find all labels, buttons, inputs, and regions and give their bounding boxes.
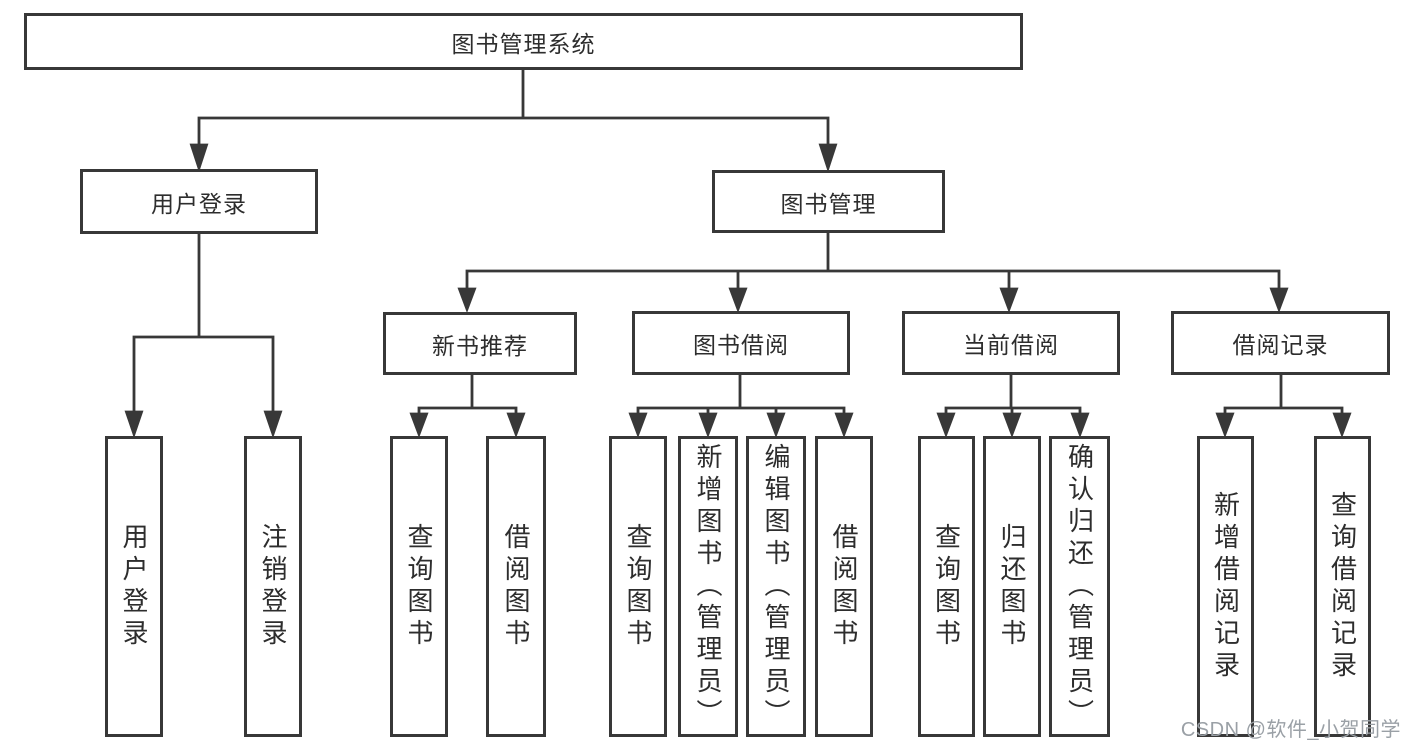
arrowhead: [124, 410, 144, 439]
node-user-login: 用户登录: [80, 169, 318, 234]
arrowhead: [506, 412, 526, 438]
watermark-text: CSDN @软件_小贺同学: [1180, 719, 1401, 741]
leaf-add-book-admin: 新增图书（管理员）: [678, 436, 738, 737]
connector-current-borrow-branch: [936, 375, 1090, 438]
node-borrow-records: 借阅记录: [1171, 311, 1390, 375]
arrowhead: [1215, 412, 1235, 438]
leaf-user-login: 用户登录: [105, 436, 163, 737]
arrowhead: [818, 143, 838, 173]
connector-borrow-records-branch: [1215, 375, 1352, 438]
node-book-borrow: 图书借阅: [632, 311, 850, 375]
arrowhead: [1332, 412, 1352, 438]
arrowhead: [766, 412, 786, 438]
arrowhead: [936, 412, 956, 438]
connector-root-to-level1: [189, 70, 838, 173]
leaf-query-borrow-record: 查询借阅记录: [1314, 436, 1371, 737]
leaf-borrow-books-recommend: 借阅图书: [486, 436, 546, 737]
arrowhead: [263, 410, 283, 439]
leaf-query-books-borrow: 查询图书: [609, 436, 667, 737]
arrowhead: [999, 287, 1019, 313]
node-new-book-recommend: 新书推荐: [383, 312, 577, 375]
arrowhead: [1070, 412, 1090, 438]
arrowhead: [409, 412, 429, 438]
arrowhead: [1002, 412, 1022, 438]
arrowhead: [834, 412, 854, 438]
leaf-add-borrow-record: 新增借阅记录: [1197, 436, 1254, 737]
connector-new-book-branch: [409, 375, 526, 438]
connector-user-login-branch: [124, 234, 283, 439]
node-library-system: 图书管理系统: [24, 13, 1023, 70]
leaf-logout: 注销登录: [244, 436, 302, 737]
connector-book-management-branch: [457, 233, 1289, 313]
leaf-query-books-recommend: 查询图书: [390, 436, 448, 737]
connector-book-borrow-branch: [628, 375, 854, 438]
node-book-management: 图书管理: [712, 170, 945, 233]
arrowhead: [189, 143, 209, 173]
arrowhead: [457, 287, 477, 313]
arrowhead: [698, 412, 718, 438]
leaf-query-books-current: 查询图书: [918, 436, 975, 737]
arrowhead: [628, 412, 648, 438]
arrowhead: [1269, 287, 1289, 313]
node-current-borrow: 当前借阅: [902, 311, 1120, 375]
arrowhead: [728, 287, 748, 313]
leaf-borrow-books: 借阅图书: [815, 436, 873, 737]
leaf-confirm-return-admin: 确认归还（管理员）: [1049, 436, 1110, 737]
leaf-edit-book-admin: 编辑图书（管理员）: [746, 436, 806, 737]
leaf-return-book: 归还图书: [983, 436, 1041, 737]
